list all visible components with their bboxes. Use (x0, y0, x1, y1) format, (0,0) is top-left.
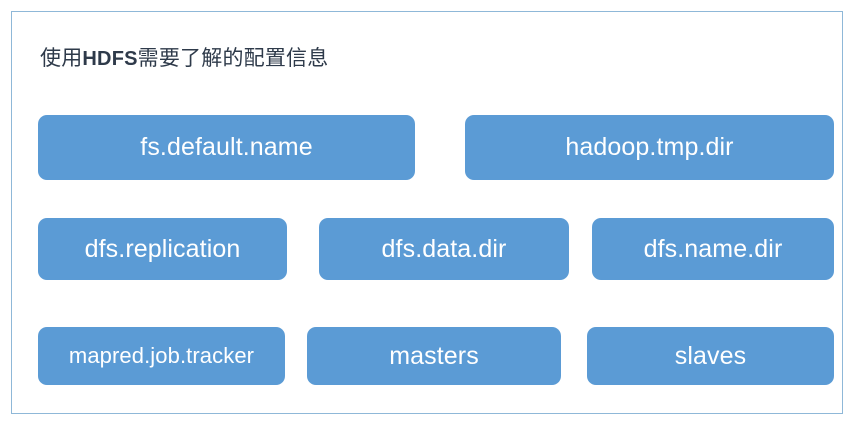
node-label: fs.default.name (140, 133, 313, 161)
node-label: dfs.data.dir (381, 234, 507, 263)
node-label: dfs.replication (84, 234, 241, 263)
page-title-prefix: 使用 (40, 47, 83, 70)
node-mapred-job-tracker[interactable]: mapred.job.tracker (38, 327, 285, 385)
node-dfs-name-dir[interactable]: dfs.name.dir (592, 218, 834, 280)
node-fs-default-name[interactable]: fs.default.name (38, 115, 415, 180)
node-dfs-data-dir[interactable]: dfs.data.dir (319, 218, 569, 280)
slide-frame: 使用HDFS需要了解的配置信息 fs.default.name hadoop.t… (11, 11, 843, 414)
node-hadoop-tmp-dir[interactable]: hadoop.tmp.dir (465, 115, 834, 180)
node-label: hadoop.tmp.dir (565, 133, 734, 161)
page-title-suffix: 需要了解的配置信息 (137, 47, 329, 70)
page-title-latin: HDFS (82, 48, 138, 70)
node-label: slaves (674, 341, 747, 370)
node-label: dfs.name.dir (643, 234, 783, 263)
node-label: masters (389, 341, 479, 370)
node-slaves[interactable]: slaves (587, 327, 834, 385)
node-masters[interactable]: masters (307, 327, 561, 385)
page-title: 使用HDFS需要了解的配置信息 (40, 45, 328, 73)
node-label: mapred.job.tracker (68, 343, 255, 368)
node-dfs-replication[interactable]: dfs.replication (38, 218, 287, 280)
